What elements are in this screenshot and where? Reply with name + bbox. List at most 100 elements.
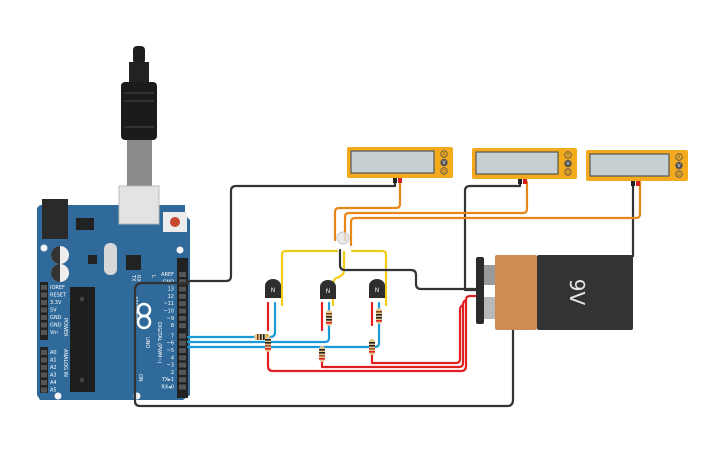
meter-display — [350, 150, 435, 174]
digital-pin-label: 4 — [171, 355, 174, 361]
model-label: UNO — [144, 337, 150, 348]
analog-pin-socket[interactable] — [41, 372, 47, 378]
power-pin-label: RESET — [50, 293, 67, 299]
npn-transistor[interactable]: N — [265, 279, 281, 298]
analog-pin-label: A4 — [50, 380, 57, 386]
analog-pin-label: A5 — [50, 388, 57, 394]
digital-pin-label: ~3 — [167, 363, 174, 369]
power-pin-socket[interactable] — [41, 307, 47, 313]
mode-button-amps[interactable] — [564, 151, 572, 159]
resistor[interactable] — [326, 310, 332, 326]
digital-pin-socket[interactable] — [179, 315, 186, 321]
wire-battery-positive-1 — [266, 294, 480, 373]
digital-pin-label: 8 — [171, 323, 174, 329]
mode-button-label: A — [677, 155, 681, 161]
resistor[interactable] — [265, 336, 271, 352]
wire-yellow-1 — [280, 249, 339, 307]
digital-pin-socket[interactable] — [179, 340, 186, 346]
digital-pin-socket[interactable] — [179, 377, 186, 383]
digital-pin-socket[interactable] — [179, 308, 186, 314]
power-pin-socket[interactable] — [41, 315, 47, 320]
digital-pin-label: RX◂0 — [161, 385, 174, 391]
digital-pin-socket[interactable] — [179, 293, 186, 299]
analog-pin-label: A2 — [50, 365, 57, 371]
analog-pin-socket[interactable] — [41, 357, 47, 363]
red-probe[interactable] — [398, 178, 402, 183]
analog-pin-socket[interactable] — [41, 380, 47, 385]
rx-led-label: RX — [135, 275, 141, 282]
power-pin-label: IOREF — [50, 285, 65, 291]
npn-transistor[interactable]: N — [369, 279, 385, 298]
wire-meter1-probe — [333, 180, 402, 242]
wire-battery-positive-3 — [370, 303, 465, 365]
wire-battery-ground — [133, 281, 515, 408]
digital-pin-socket[interactable] — [179, 384, 186, 390]
led-component[interactable] — [336, 231, 350, 245]
analog-label: ANALOG IN — [62, 349, 68, 377]
tx-led-label: TX — [130, 274, 136, 282]
digital-pin-socket[interactable] — [179, 362, 186, 368]
resistor[interactable] — [376, 308, 382, 324]
mode-button-volts[interactable] — [675, 161, 683, 170]
digital-pin-socket[interactable] — [179, 323, 186, 329]
power-pin-socket[interactable] — [41, 322, 47, 328]
red-probe[interactable] — [523, 179, 527, 184]
power-pin-socket[interactable] — [41, 330, 47, 335]
mode-button-amps[interactable] — [675, 153, 683, 161]
transistor-label: N — [375, 287, 380, 294]
mode-button-volts[interactable] — [440, 158, 448, 167]
wires — [133, 180, 642, 408]
l-led-label: L — [150, 275, 156, 278]
mode-button-label: Ω — [442, 169, 446, 175]
digital-pin-label: ~10 — [163, 309, 174, 315]
mode-button-amps[interactable] — [440, 150, 448, 158]
digital-pin-label: ~9 — [167, 316, 174, 322]
multimeter[interactable]: AVΩ — [347, 147, 453, 183]
analog-pin-socket[interactable] — [41, 387, 47, 393]
mode-button-ohms[interactable] — [564, 168, 572, 176]
mode-button-label: V — [442, 160, 446, 166]
digital-pin-socket[interactable] — [179, 333, 186, 339]
resistor[interactable] — [319, 346, 325, 362]
digital-pin-socket[interactable] — [179, 348, 186, 353]
digital-pin-socket[interactable] — [179, 279, 186, 285]
digital-pin-socket[interactable] — [179, 355, 186, 361]
power-pin-socket[interactable] — [41, 300, 47, 305]
meter-display — [589, 153, 670, 177]
black-probe[interactable] — [393, 178, 397, 183]
mode-button-volts[interactable] — [564, 159, 572, 168]
digital-pin-socket[interactable] — [179, 272, 186, 277]
mode-button-label: Ω — [677, 172, 681, 178]
mode-button-label: V — [677, 163, 681, 169]
arduino-uno-board[interactable]: UNO ARDUINO DIGITAL (PWM~) POWER ANALOG … — [37, 185, 190, 400]
digital-pin-label: ~11 — [163, 301, 174, 307]
resistor[interactable] — [369, 339, 375, 355]
analog-pin-socket[interactable] — [41, 365, 47, 370]
wire-yellow-3 — [350, 249, 388, 307]
power-pin-socket[interactable] — [41, 292, 47, 298]
battery-9v[interactable]: 9V — [476, 255, 633, 330]
multimeter[interactable]: AVΩ — [586, 150, 688, 186]
black-probe[interactable] — [631, 181, 635, 186]
power-pin-label: GND — [50, 323, 62, 329]
resistors — [254, 308, 382, 362]
digital-pin-label: 13 — [168, 287, 174, 293]
analog-pin-socket[interactable] — [41, 350, 47, 355]
digital-pin-socket[interactable] — [179, 301, 186, 307]
npn-transistor[interactable]: N — [320, 280, 336, 299]
wire-pin5 — [186, 301, 381, 349]
black-probe[interactable] — [518, 179, 522, 184]
wire-meter2-probe — [343, 180, 529, 242]
multimeter[interactable]: AVΩ — [472, 148, 577, 184]
mode-button-ohms[interactable] — [440, 167, 448, 175]
digital-pin-socket[interactable] — [179, 286, 186, 292]
analog-pin-label: A0 — [50, 350, 57, 356]
wire-meter2-ground — [463, 180, 522, 292]
red-probe[interactable] — [636, 181, 640, 186]
mode-button-ohms[interactable] — [675, 170, 683, 178]
power-pin-socket[interactable] — [41, 285, 47, 290]
digital-pin-socket[interactable] — [179, 369, 186, 375]
